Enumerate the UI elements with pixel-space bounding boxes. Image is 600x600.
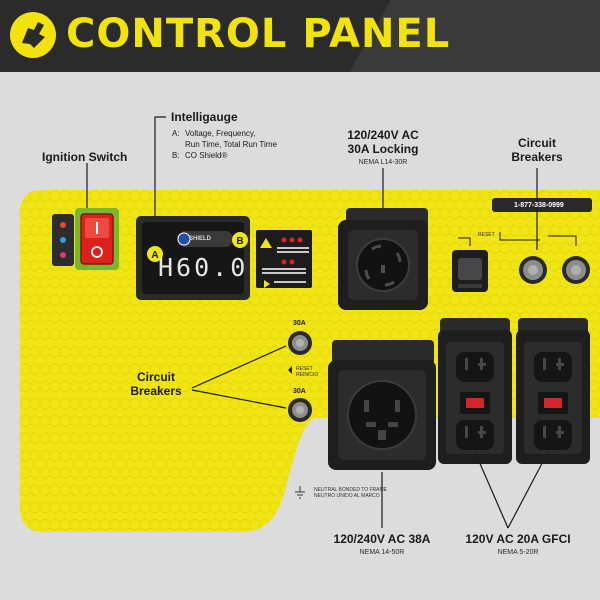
breaker-left-1-amp: 30A: [293, 320, 306, 327]
phone-bar: [492, 198, 592, 212]
intelligauge-legend: A:Voltage, Frequency, Run Time, Total Ru…: [172, 128, 277, 161]
gfci-title: 120V AC 20A GFCI: [465, 532, 571, 546]
svg-text:B: B: [236, 236, 243, 247]
svg-text:A: A: [151, 250, 158, 261]
intelligauge-item: Run Time, Total Run Time: [185, 140, 277, 149]
reset-text: RESET: [296, 366, 313, 372]
co-shield-text: SHIELD: [189, 236, 212, 242]
outlet-50a-title: 120/240V AC 38A: [333, 532, 431, 546]
locking-outlet-sub: NEMA L14-30R: [358, 159, 408, 166]
neutral-text: NEUTRAL BONDED TO FRAME: [314, 487, 387, 493]
intelligauge-title: Intelligauge: [171, 110, 238, 124]
marker-b: [232, 232, 248, 248]
intelligauge-item: A:Voltage, Frequency,: [172, 129, 256, 138]
outlet-50a-face: [347, 380, 417, 450]
breakers-top-label: Circuit Breakers: [511, 136, 563, 164]
breaker-left-2-amp: 30A: [293, 388, 306, 395]
reset-text-top: RESET: [478, 232, 495, 238]
phone-number: 1-877-338-0999: [514, 202, 564, 209]
gfci-2-reset: [544, 398, 562, 408]
page-title: CONTROL PANEL: [66, 11, 451, 57]
gfci-sub: NEMA 5-20R: [497, 549, 539, 556]
hand-bolt-icon: [10, 12, 56, 58]
ignition-switch-label: Ignition Switch: [42, 150, 128, 164]
locking-outlet-title: 120/240V AC 30A Locking: [347, 128, 419, 156]
intelligauge-reading: H60.0: [158, 253, 249, 282]
gfci-1-reset: [466, 398, 484, 408]
intelligauge-item: B:CO Shield®: [172, 151, 228, 160]
reset-text-es: REINICIO: [296, 372, 319, 378]
outlet-50a-sub: NEMA 14-50R: [359, 549, 405, 556]
header-bar: CONTROL PANEL: [0, 0, 600, 72]
breakers-left-label: Circuit Breakers: [130, 370, 182, 398]
marker-a: [147, 246, 163, 262]
neutral-text-es: NEUTRO UNIDO AL MARCO: [314, 493, 380, 499]
